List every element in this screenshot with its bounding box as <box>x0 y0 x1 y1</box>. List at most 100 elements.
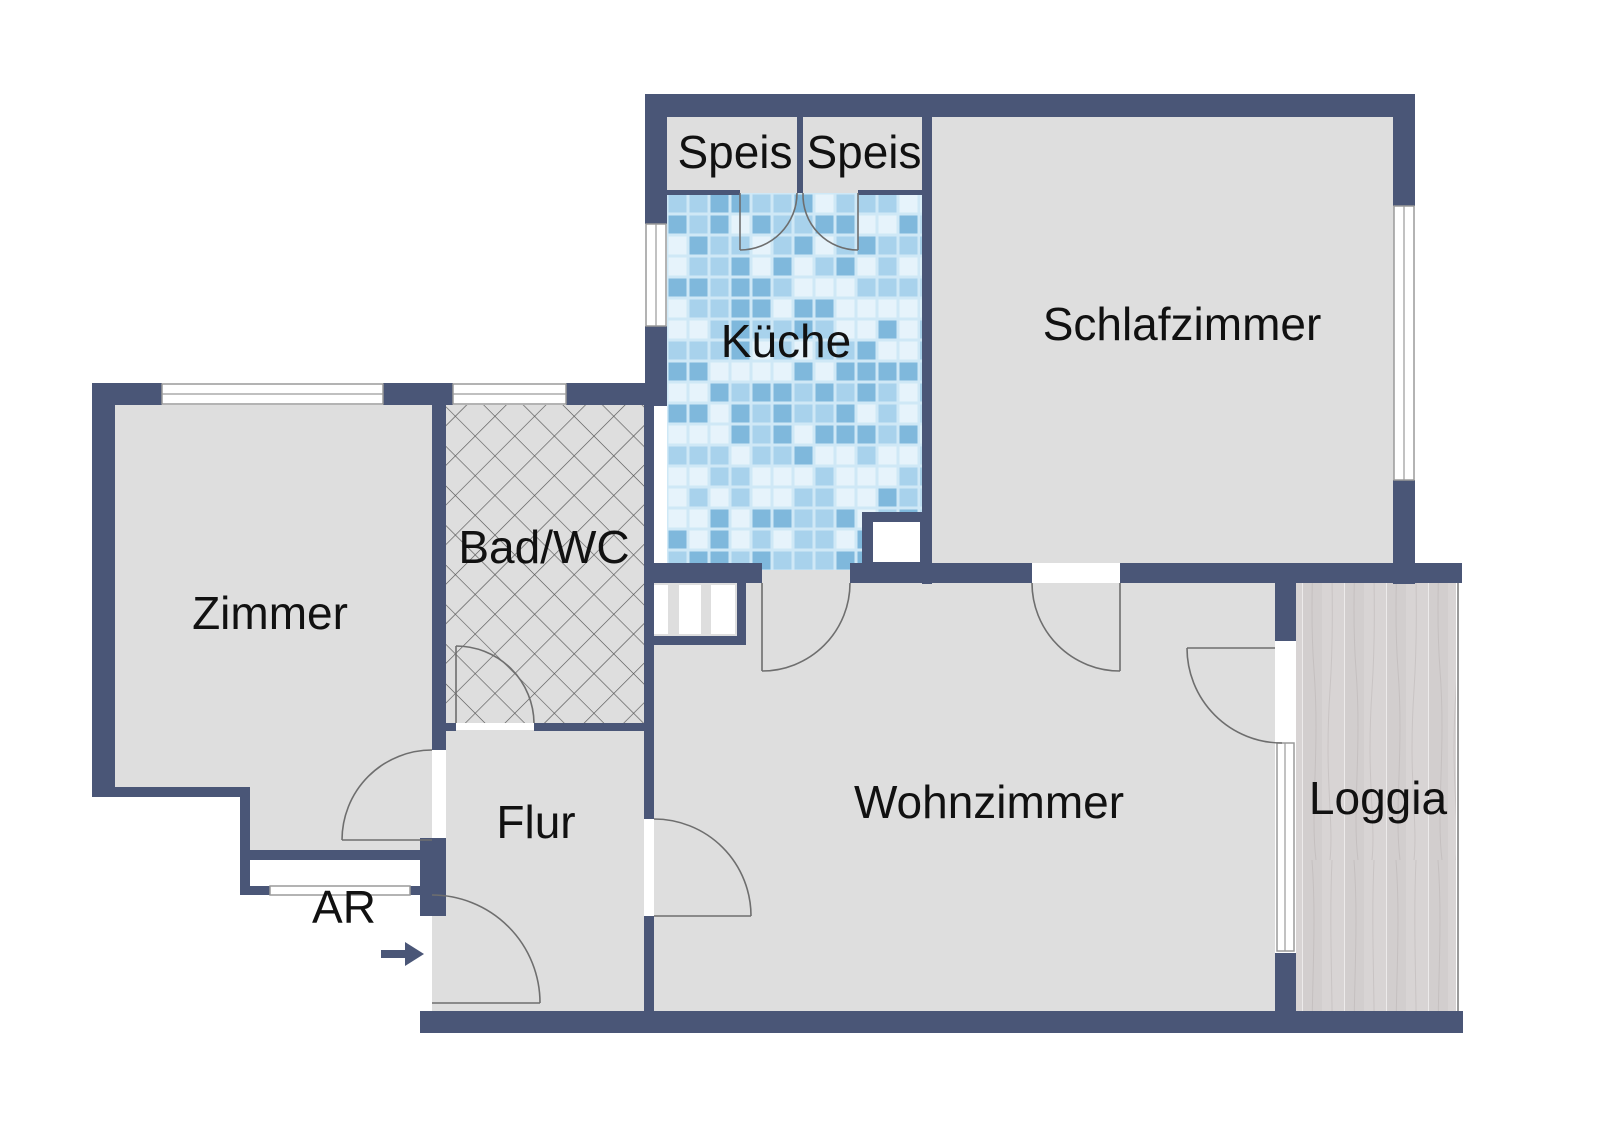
kitchen-tile <box>878 320 897 339</box>
kitchen-tile <box>668 530 687 549</box>
kitchen-tile <box>878 383 897 402</box>
kitchen-tile <box>752 488 771 507</box>
kitchen-tile <box>815 530 834 549</box>
label-loggia: Loggia <box>1309 772 1448 824</box>
kitchen-tile <box>794 215 813 234</box>
kitchen-tile <box>689 362 708 381</box>
kitchen-tile <box>710 299 729 318</box>
kitchen-tile <box>668 257 687 276</box>
kitchen-tile <box>710 257 729 276</box>
kitchen-tile <box>794 446 813 465</box>
kitchen-tile <box>899 236 918 255</box>
kitchen-tile <box>710 362 729 381</box>
kitchen-tile <box>815 467 834 486</box>
kitchen-tile <box>773 383 792 402</box>
kitchen-tile <box>836 467 855 486</box>
kitchen-tile <box>920 341 922 360</box>
kitchen-tile <box>689 530 708 549</box>
kitchen-tile <box>920 383 922 402</box>
kitchen-tile <box>794 341 813 360</box>
kitchen-tile <box>836 257 855 276</box>
kitchen-tile <box>710 236 729 255</box>
kitchen-tile <box>731 509 750 528</box>
kitchen-tile <box>752 320 771 339</box>
kitchen-tile <box>878 215 897 234</box>
kitchen-tile <box>836 236 855 255</box>
kitchen-tile <box>710 320 729 339</box>
room-labels: Speis Speis Küche Schlafzimmer Bad/WC Zi… <box>192 126 1447 933</box>
kitchen-tile <box>836 530 855 549</box>
kitchen-tile <box>899 215 918 234</box>
kitchen-tile <box>857 299 876 318</box>
kitchen-tile <box>857 278 876 297</box>
kitchen-tile <box>857 404 876 423</box>
kitchen-tile <box>668 278 687 297</box>
kitchen-tile <box>857 446 876 465</box>
kitchen-tile <box>731 383 750 402</box>
kitchen-tile <box>668 404 687 423</box>
kitchen-tile <box>815 362 834 381</box>
kitchen-tile <box>668 341 687 360</box>
kitchen-tile <box>794 278 813 297</box>
speis-1-floor <box>667 117 799 193</box>
kitchen-tile <box>794 236 813 255</box>
kitchen-tile <box>836 383 855 402</box>
kitchen-tile <box>773 299 792 318</box>
kitchen-tile <box>794 530 813 549</box>
kitchen-tile <box>836 509 855 528</box>
kitchen-tile <box>857 320 876 339</box>
kitchen-tile <box>710 509 729 528</box>
kitchen-shelf <box>654 585 735 634</box>
flur-floor <box>432 730 644 1012</box>
kitchen-tile <box>836 362 855 381</box>
kitchen-tile <box>668 446 687 465</box>
speis-2-floor <box>803 117 923 193</box>
kitchen-tile <box>773 488 792 507</box>
kitchen-tile <box>731 488 750 507</box>
kitchen-tile <box>815 404 834 423</box>
kitchen-tile <box>794 551 813 570</box>
kitchen-tile <box>836 215 855 234</box>
kitchen-tile <box>752 467 771 486</box>
kitchen-tile <box>794 404 813 423</box>
kitchen-tile <box>752 425 771 444</box>
kitchen-tile <box>878 278 897 297</box>
kitchen-tile <box>857 341 876 360</box>
kitchen-tile <box>752 446 771 465</box>
kitchen-tile <box>815 425 834 444</box>
kitchen-tile <box>878 404 897 423</box>
kitchen-tile <box>668 299 687 318</box>
kitchen-tile <box>668 383 687 402</box>
kitchen-tile <box>752 215 771 234</box>
kitchen-tile <box>899 299 918 318</box>
kitchen-tile <box>689 404 708 423</box>
kitchen-tile <box>857 383 876 402</box>
zimmer-floor <box>115 405 432 852</box>
kitchen-tile <box>773 236 792 255</box>
kitchen-tile <box>836 278 855 297</box>
kitchen-tile <box>773 278 792 297</box>
kitchen-tile <box>668 194 687 213</box>
wohnzimmer-floor <box>654 583 1275 1012</box>
kitchen-tile <box>668 236 687 255</box>
kitchen-tile <box>689 341 708 360</box>
kitchen-tile <box>689 509 708 528</box>
kitchen-tile <box>752 530 771 549</box>
kitchen-tile <box>815 551 834 570</box>
kitchen-tile <box>794 362 813 381</box>
loggia-floor <box>1296 583 1456 1011</box>
kitchen-tile <box>710 425 729 444</box>
kitchen-tile <box>710 446 729 465</box>
kitchen-tile <box>920 194 922 213</box>
kitchen-tile <box>878 341 897 360</box>
kitchen-tile <box>794 509 813 528</box>
kitchen-tile <box>836 488 855 507</box>
kitchen-tile <box>773 551 792 570</box>
kitchen-tile <box>920 404 922 423</box>
kitchen-tile <box>857 194 876 213</box>
kitchen-tile <box>752 341 771 360</box>
kitchen-tile <box>899 194 918 213</box>
kitchen-tile <box>710 278 729 297</box>
kitchen-tile <box>773 320 792 339</box>
